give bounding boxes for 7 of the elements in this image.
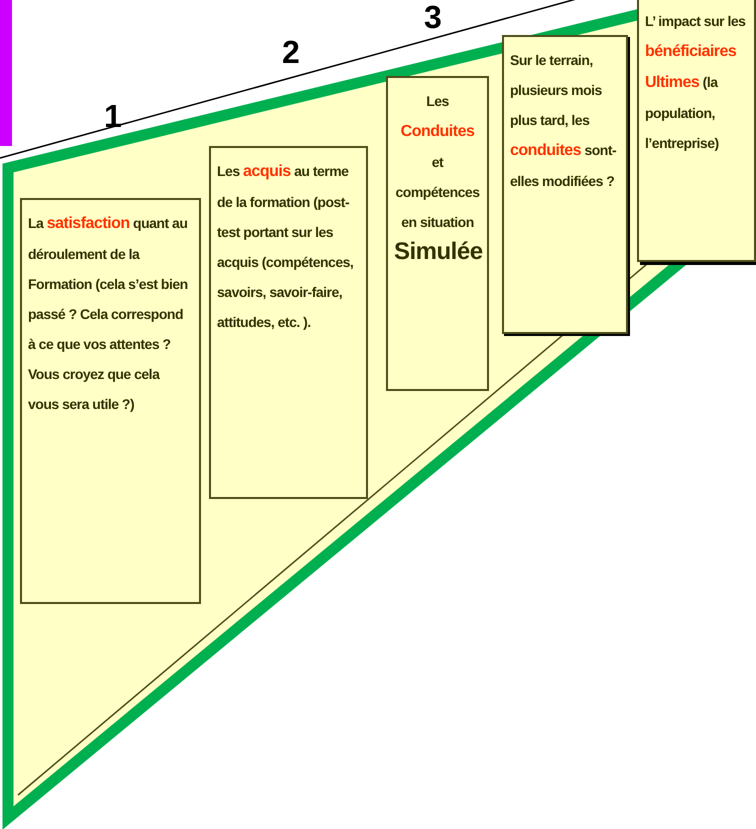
text-box: Les acquis au terme de la formation (post-test portant sur les acquis (compétences, savoirs, savoir-faire, attitudes, etc. ). (209, 146, 368, 499)
text-box: L’ impact sur les bénéficiaires Ultimes (la population, l’entreprise) (637, 0, 756, 262)
step-number: 2 (282, 36, 300, 68)
step-number: 3 (424, 1, 442, 33)
text-box: La satisfaction quant au déroulement de la Formation (cela s’est bien passé ? Cela correspond à ce que vos attentes ? Vous croyez que cela vous sera utile ?) (20, 198, 201, 604)
text-box: Sur le terrain, plusieurs mois plus tard, les conduites sont-elles modifiées ? (502, 35, 628, 334)
text-box: Les Conduites et compétences en situation Simulée (386, 76, 489, 391)
